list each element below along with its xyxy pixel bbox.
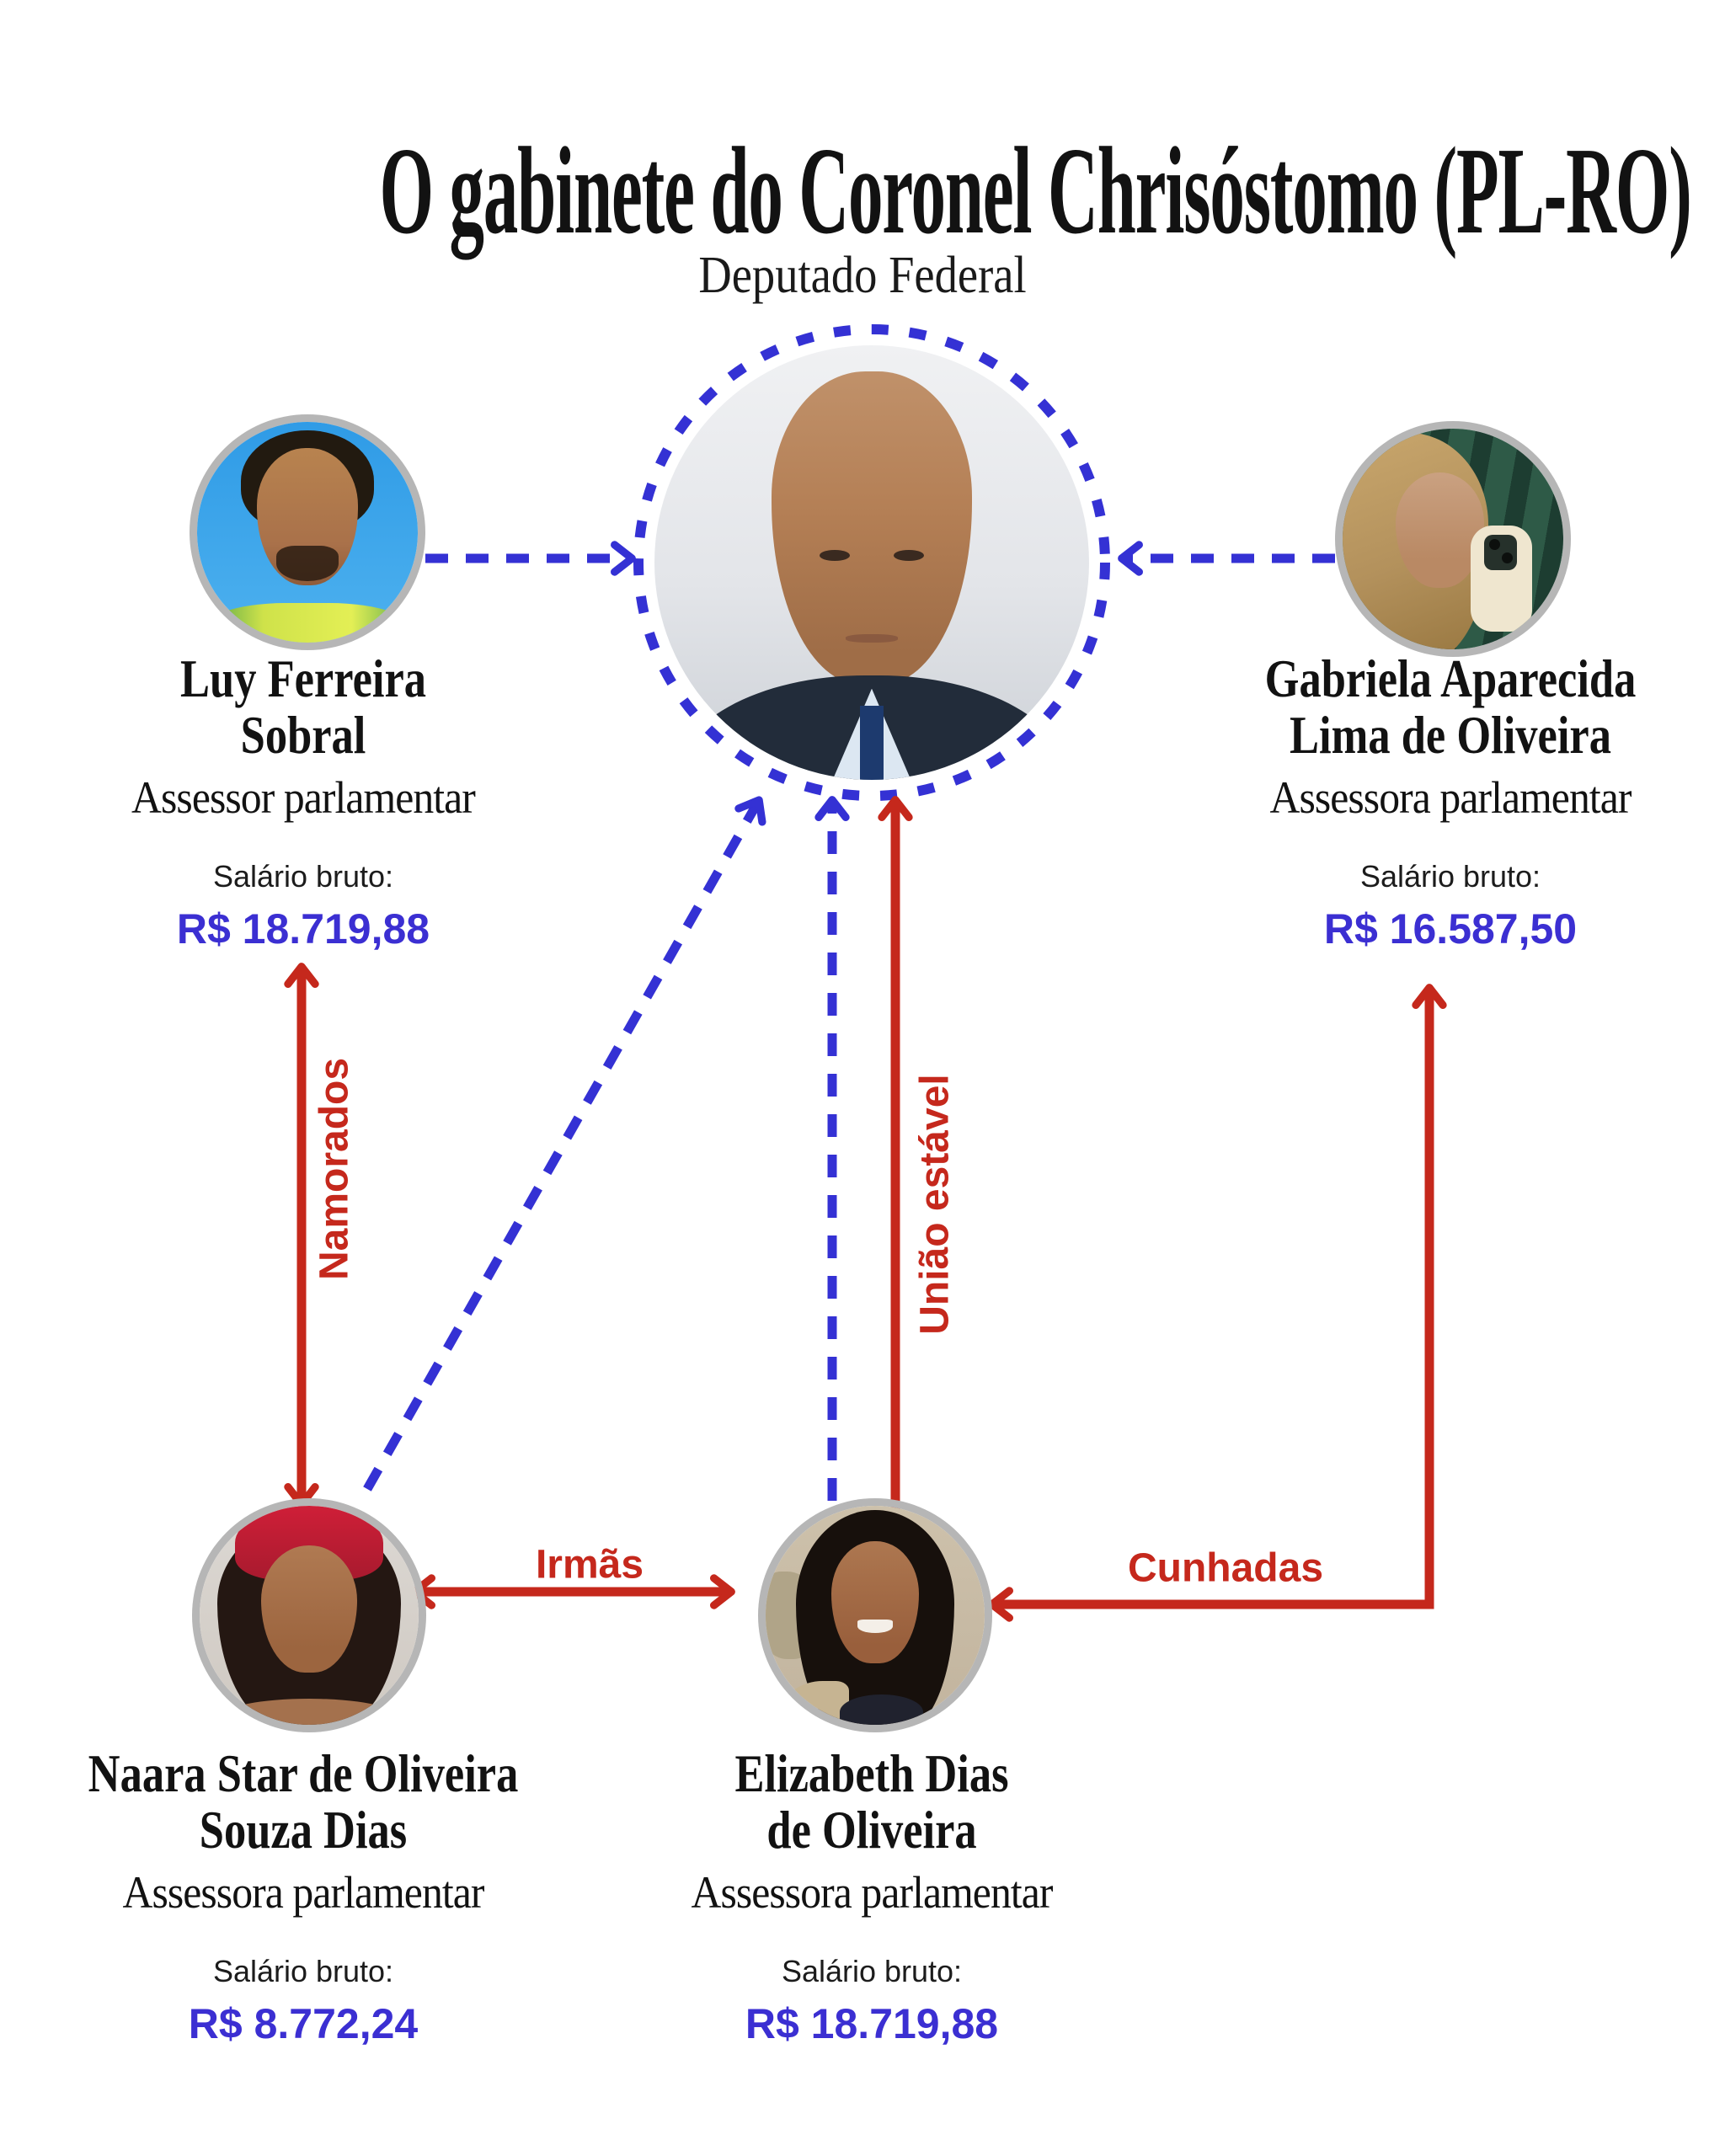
elizabeth-card: Elizabeth Dias de Oliveira Assessora par… bbox=[598, 1745, 1146, 2048]
elizabeth-name-line1: Elizabeth Dias bbox=[734, 1743, 1009, 1803]
label-irmas: Irmãs bbox=[535, 1542, 644, 1588]
page-subtitle: Deputado Federal bbox=[698, 247, 1027, 304]
luy-salary-label: Salário bruto: bbox=[212, 859, 394, 894]
gabriela-photo bbox=[1343, 429, 1563, 649]
naara-name-line2: Souza Dias bbox=[199, 1800, 408, 1860]
elizabeth-name-line2: de Oliveira bbox=[766, 1800, 977, 1860]
gabriela-role: Assessora parlamentar bbox=[1269, 772, 1632, 824]
gabriela-salary-value: R$ 16.587,50 bbox=[1323, 905, 1578, 953]
deputy-photo bbox=[654, 345, 1089, 780]
elizabeth-salary-label: Salário bruto: bbox=[781, 1954, 963, 1989]
gabriela-name-line1: Gabriela Aparecida bbox=[1264, 648, 1637, 708]
gabriela-name-line2: Lima de Oliveira bbox=[1290, 705, 1611, 766]
label-uniao-estavel: União estável bbox=[912, 1074, 958, 1335]
luy-name-line1: Luy Ferreira bbox=[180, 648, 426, 708]
naara-photo bbox=[200, 1506, 419, 1725]
naara-name-line1: Naara Star de Oliveira bbox=[88, 1743, 519, 1803]
naara-salary-value: R$ 8.772,24 bbox=[188, 2000, 419, 2048]
deputy-dotted-circle-icon bbox=[633, 324, 1110, 801]
naara-role: Assessora parlamentar bbox=[122, 1867, 484, 1919]
gabriela-card: Gabriela Aparecida Lima de Oliveira Asse… bbox=[1177, 650, 1724, 953]
label-cunhadas: Cunhadas bbox=[1127, 1545, 1324, 1591]
elizabeth-photo bbox=[766, 1506, 985, 1725]
luy-card: Luy Ferreira Sobral Assessor parlamentar… bbox=[29, 650, 577, 953]
luy-name-line2: Sobral bbox=[240, 705, 366, 766]
luy-photo bbox=[197, 422, 418, 643]
elizabeth-salary-value: R$ 18.719,88 bbox=[745, 2000, 999, 2048]
naara-salary-label: Salário bruto: bbox=[212, 1954, 394, 1989]
luy-role: Assessor parlamentar bbox=[131, 772, 476, 824]
link-naara-to-deputy bbox=[363, 796, 766, 1492]
naara-card: Naara Star de Oliveira Souza Dias Assess… bbox=[29, 1745, 577, 2048]
luy-salary-value: R$ 18.719,88 bbox=[176, 905, 430, 953]
gabriela-salary-label: Salário bruto: bbox=[1359, 859, 1541, 894]
label-namorados: Namorados bbox=[312, 1057, 357, 1281]
arrow-cunhadas bbox=[988, 984, 1447, 1622]
elizabeth-role: Assessora parlamentar bbox=[691, 1867, 1053, 1919]
